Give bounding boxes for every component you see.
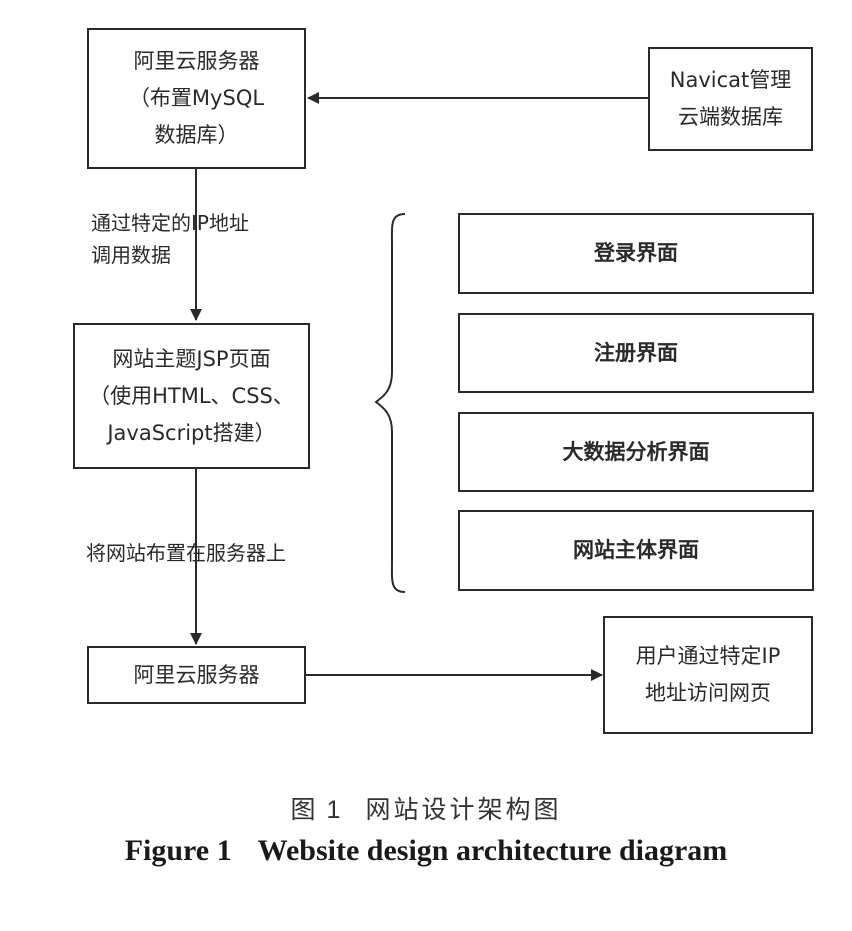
aliyun-server-box: 阿里云服务器 — [87, 646, 306, 704]
aliyun-server-mysql-text: 阿里云服务器 （布置MySQL 数据库） — [128, 49, 265, 147]
login-page-text: 登录界面 — [594, 241, 678, 265]
bigdata-page-text: 大数据分析界面 — [562, 439, 710, 464]
user-access-text: 用户通过特定IP 地址访问网页 — [635, 644, 781, 705]
caption-english: Figure 1 Website design architecture diag… — [0, 834, 852, 868]
main-page-box: 网站主体界面 — [458, 510, 814, 591]
caption-cn-title: 网站设计架构图 — [365, 795, 562, 824]
login-page-box: 登录界面 — [458, 213, 814, 294]
bigdata-page-box: 大数据分析界面 — [458, 412, 814, 492]
edge-label-deploy: 将网站布置在服务器上 — [86, 541, 286, 565]
jsp-page-text: 网站主题JSP页面 （使用HTML、CSS、 JavaScript搭建） — [89, 346, 294, 445]
navicat-box: Navicat管理 云端数据库 — [648, 47, 813, 151]
user-access-box: 用户通过特定IP 地址访问网页 — [603, 616, 813, 734]
aliyun-server-mysql-box: 阿里云服务器 （布置MySQL 数据库） — [87, 28, 306, 169]
caption-en-prefix: Figure 1 — [124, 834, 232, 867]
navicat-text: Navicat管理 云端数据库 — [669, 68, 792, 129]
curly-brace — [374, 213, 406, 593]
caption-en-title: Website design architecture diagram — [257, 834, 728, 867]
jsp-page-box: 网站主题JSP页面 （使用HTML、CSS、 JavaScript搭建） — [73, 323, 310, 469]
caption-cn-prefix: 图 — [290, 795, 319, 824]
aliyun-server-text: 阿里云服务器 — [133, 662, 260, 687]
register-page-text: 注册界面 — [594, 340, 678, 365]
register-page-box: 注册界面 — [458, 313, 814, 393]
main-page-text: 网站主体界面 — [573, 538, 699, 562]
caption-cn-number: 1 — [326, 796, 344, 824]
edge-label-ip-call: 通过特定的IP地址 调用数据 — [91, 211, 249, 267]
